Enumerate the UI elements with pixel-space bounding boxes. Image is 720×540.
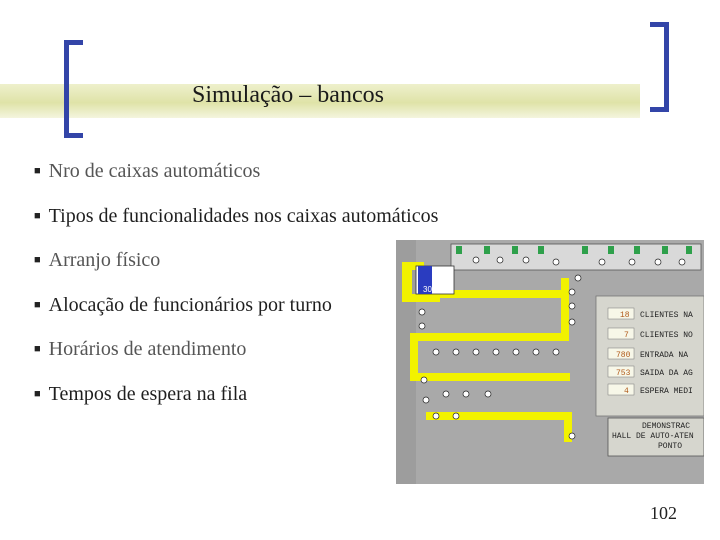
panel-label: CLIENTES NO [640,331,693,340]
service-booth: 30 [415,265,455,295]
title-band [0,84,640,118]
demo-line: HALL DE AUTO-ATEN [612,432,694,441]
bullet-text: Nro de caixas automáticos [48,160,261,182]
panel-label: ENTRADA NA [640,351,688,360]
bullet-item: ■ Horários de atendimento [34,334,438,379]
panel-value: 753 [616,369,631,378]
bullet-square-icon: ■ [34,298,41,311]
bullet-text: Horários de atendimento [48,338,247,360]
bullet-list: ■ Nro de caixas automáticos ■ Tipos de fun… [34,156,438,423]
bullet-square-icon: ■ [34,209,41,222]
demo-line: DEMONSTRAC [642,422,690,431]
queue-people [418,256,686,440]
booth-label: 30 [423,285,432,294]
bullet-item: ■ Alocação de funcionários por turno [34,290,438,335]
panel-value: 4 [624,387,629,396]
bullet-item: ■ Tempos de espera na fila [34,379,438,424]
bullet-item: ■ Tipos de funcionalidades nos caixas aut… [34,201,438,246]
right-bracket-decoration [650,22,669,112]
bullet-text: Tipos de funcionalidades nos caixas auto… [48,204,439,227]
info-panel: 18 7 780 753 4 CLIENTES NA CLIENTES NO E… [595,295,704,417]
panel-label: SAIDA DA AG [640,369,693,378]
atm-row [450,243,702,271]
queue-path [402,262,572,442]
panel-label: ESPERA MEDI [640,387,693,396]
bullet-square-icon: ■ [34,254,41,266]
bullet-text: Tempos de espera na fila [48,382,248,405]
bank-simulation-screenshot: 30 18 7 780 753 4 CLIENTES NA CLIENTES N… [396,240,704,484]
bullet-text: Alocação de funcionários por turno [48,293,332,316]
bullet-item: ■ Nro de caixas automáticos [34,156,438,201]
bullet-square-icon: ■ [34,387,41,400]
page-number: 102 [650,503,677,523]
bullet-square-icon: ■ [34,165,41,177]
panel-label: CLIENTES NA [640,311,693,320]
bullet-square-icon: ■ [34,343,41,355]
slide-title: Simulação – bancos [192,82,384,108]
bullet-text: Arranjo físico [48,249,161,271]
panel-value: 7 [624,331,629,340]
panel-value: 18 [620,311,630,320]
left-bracket-decoration [64,40,83,138]
panel-value: 780 [616,351,631,360]
demo-line: PONTO [658,442,682,451]
demo-box: DEMONSTRAC HALL DE AUTO-ATEN PONTO [607,417,704,457]
bullet-item: ■ Arranjo físico [34,245,438,290]
